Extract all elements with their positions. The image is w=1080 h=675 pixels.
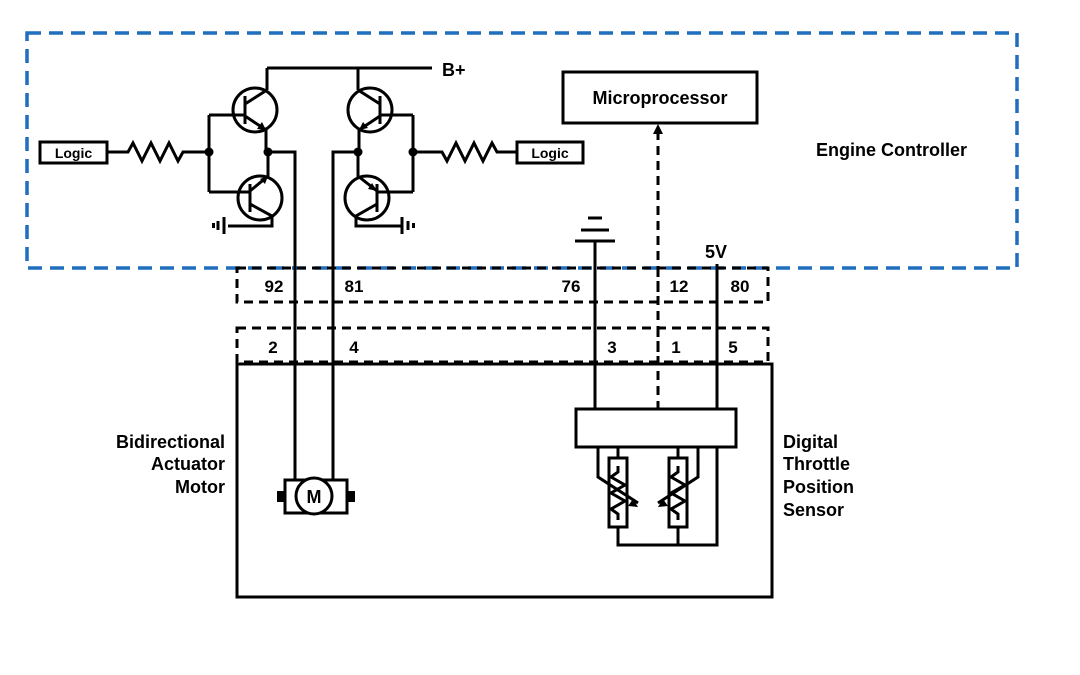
svg-text:Bidirectional: Bidirectional [116, 432, 225, 452]
sensor-label: Digital Throttle Position Sensor [783, 432, 854, 520]
svg-text:92: 92 [265, 277, 284, 296]
svg-text:5V: 5V [705, 242, 727, 262]
engine-controller-label: Engine Controller [816, 140, 967, 160]
svg-text:80: 80 [731, 277, 750, 296]
svg-text:Actuator: Actuator [151, 454, 225, 474]
controller-connector: 92 81 76 12 80 [235, 266, 770, 304]
throttle-position-sensor [574, 407, 738, 547]
ground-icon [575, 216, 615, 410]
svg-text:Digital: Digital [783, 432, 838, 452]
svg-text:12: 12 [670, 277, 689, 296]
left-half-bridge [108, 86, 297, 490]
svg-text:Logic: Logic [531, 145, 569, 161]
logic-input-left: Logic [38, 140, 109, 165]
svg-text:76: 76 [562, 277, 581, 296]
actuator-motor: M [277, 440, 355, 516]
logic-input-right: Logic [515, 140, 585, 165]
component-connector: 2 4 3 1 5 [235, 326, 770, 364]
right-half-bridge [331, 86, 517, 490]
svg-text:Position: Position [783, 477, 854, 497]
svg-text:2: 2 [268, 338, 277, 357]
throttle-body-box [235, 362, 774, 599]
svg-text:81: 81 [345, 277, 364, 296]
svg-text:5: 5 [728, 338, 737, 357]
svg-text:4: 4 [349, 338, 359, 357]
motor-label: Bidirectional Actuator Motor [116, 432, 225, 497]
b-plus-rail: B+ [265, 60, 466, 90]
svg-text:M: M [307, 487, 322, 507]
svg-text:Logic: Logic [55, 145, 93, 161]
svg-text:Sensor: Sensor [783, 500, 844, 520]
svg-text:1: 1 [671, 338, 680, 357]
svg-text:Throttle: Throttle [783, 454, 850, 474]
microprocessor-block: Microprocessor [561, 70, 759, 125]
svg-text:3: 3 [607, 338, 616, 357]
five-volt-supply: 5V [705, 242, 727, 410]
svg-text:Microprocessor: Microprocessor [592, 88, 727, 108]
svg-text:Motor: Motor [175, 477, 225, 497]
svg-text:B+: B+ [442, 60, 466, 80]
